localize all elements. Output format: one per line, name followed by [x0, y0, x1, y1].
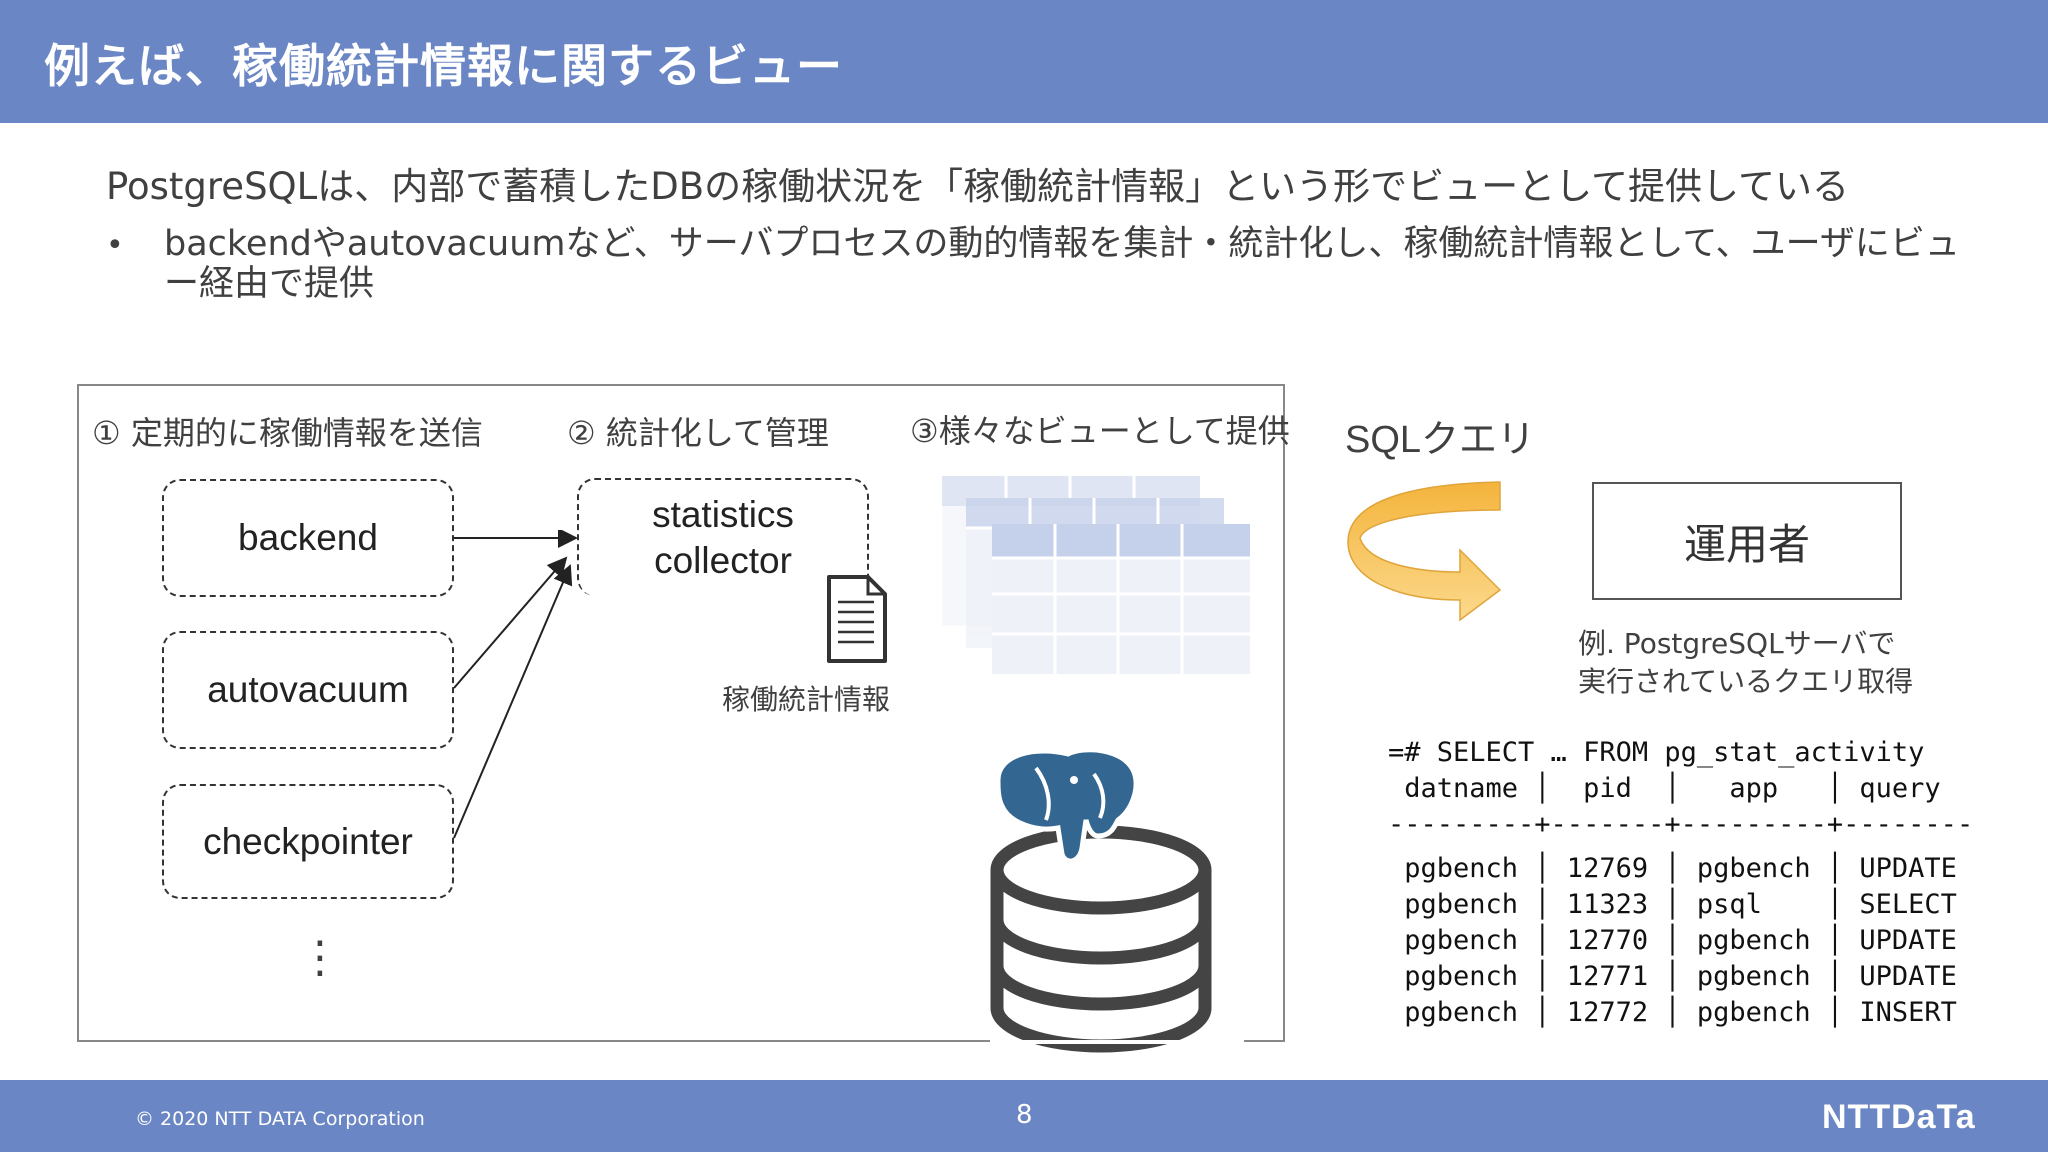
bullet-marker: • — [106, 228, 124, 263]
arrow-checkpointer — [453, 564, 573, 839]
operator-box: 運用者 — [1592, 482, 1902, 600]
view-tables-icon — [941, 475, 1250, 674]
document-icon — [827, 575, 887, 663]
table-row: pgbench │ 11323 │ psql │ SELECT — [1388, 889, 1957, 920]
header-bar: 例えば、稼働統計情報に関するビュー — [0, 0, 2048, 123]
footer-bar — [0, 1080, 2048, 1152]
example-note-line-2: 実行されているクエリ取得 — [1578, 665, 1914, 698]
process-backend: backend — [162, 479, 454, 597]
page-number: 8 — [1016, 1100, 1033, 1130]
curved-arrow-icon — [1347, 481, 1502, 622]
table-row: pgbench │ 12771 │ pgbench │ UPDATE — [1388, 961, 1957, 992]
nttdata-logo: NTTDaTa — [1822, 1098, 1976, 1136]
table-row: pgbench │ 12770 │ pgbench │ UPDATE — [1388, 925, 1957, 956]
table-row: pgbench │ 12772 │ pgbench │ INSERT — [1388, 997, 1957, 1028]
more-processes-ellipsis: ⋮ — [298, 932, 342, 983]
process-arrows — [453, 530, 578, 839]
example-note: 例. PostgreSQLサーバで 実行されているクエリ取得 — [1578, 625, 1913, 701]
postgresql-database-icon — [990, 747, 1212, 1066]
bullet-text: backendやautovacuumなど、サーバプロセスの動的情報を集計・統計化… — [164, 224, 1960, 304]
example-note-line-1: 例. PostgreSQLサーバで — [1578, 627, 1896, 660]
table-divider: ---------+-------+---------+-------- — [1388, 809, 1974, 840]
arrow-autovacuum — [453, 556, 568, 689]
box-border-gap — [990, 1040, 1244, 1044]
copyright-text: © 2020 NTT DATA Corporation — [135, 1108, 425, 1130]
table-header: datname │ pid │ app │ query — [1388, 773, 1941, 804]
sql-query-label: SQLクエリ — [1345, 419, 1536, 461]
step-1-label: ① 定期的に稼働情報を送信 — [92, 414, 483, 452]
statistics-collector: statistics collector — [577, 478, 869, 596]
lead-text: PostgreSQLは、内部で蓄積したDBの稼働状況を「稼働統計情報」という形で… — [106, 165, 1849, 208]
process-checkpointer: checkpointer — [162, 784, 454, 899]
table-row: pgbench │ 12769 │ pgbench │ UPDATE — [1388, 853, 1957, 884]
elephant-icon — [995, 747, 1139, 864]
query-result: =# SELECT … FROM pg_stat_activity datnam… — [1388, 735, 1973, 1031]
slide-title: 例えば、稼働統計情報に関するビュー — [44, 39, 843, 93]
stats-info-label: 稼働統計情報 — [722, 683, 891, 716]
collector-line-2: collector — [654, 540, 792, 581]
step-3-label: ③様々なビューとして提供 — [910, 412, 1290, 450]
process-autovacuum: autovacuum — [162, 631, 454, 749]
collector-line-1: statistics — [652, 494, 794, 535]
step-2-label: ② 統計化して管理 — [567, 414, 829, 452]
query-line: =# SELECT … FROM pg_stat_activity — [1388, 737, 1925, 768]
